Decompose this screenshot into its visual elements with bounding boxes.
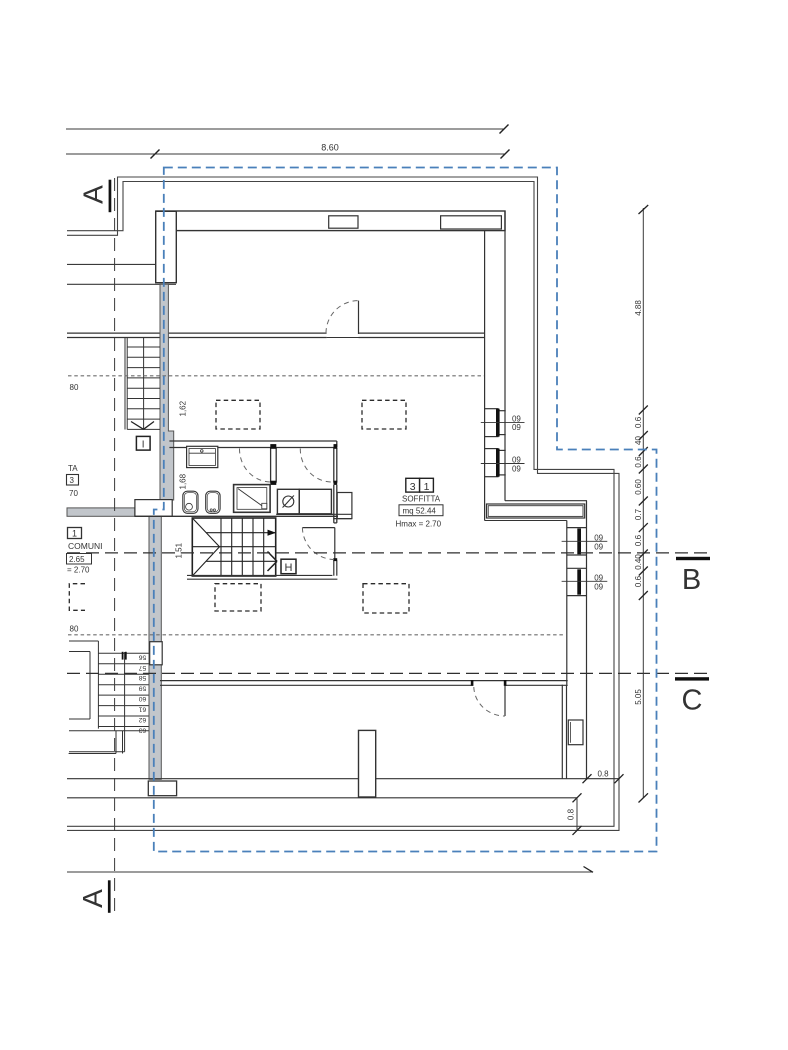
svg-text:4.88: 4.88 — [634, 300, 643, 316]
svg-text:Hmax = 2.70: Hmax = 2.70 — [396, 520, 442, 529]
svg-text:61: 61 — [139, 706, 147, 713]
svg-text:09: 09 — [512, 423, 521, 432]
svg-text:62: 62 — [139, 716, 147, 723]
svg-text:80: 80 — [70, 625, 79, 634]
svg-text:0.40: 0.40 — [634, 554, 643, 570]
svg-text:A: A — [77, 889, 108, 908]
svg-text:09: 09 — [594, 573, 603, 582]
svg-text:0.8: 0.8 — [567, 808, 576, 820]
svg-text:1: 1 — [424, 481, 430, 493]
svg-text:mq 52.44: mq 52.44 — [403, 506, 437, 515]
svg-text:A: A — [77, 185, 108, 204]
svg-text:COMUNI: COMUNI — [68, 541, 102, 551]
svg-text:40: 40 — [634, 436, 643, 445]
svg-text:0.6: 0.6 — [634, 534, 643, 546]
svg-text:H: H — [285, 562, 293, 574]
svg-text:0.60: 0.60 — [634, 479, 643, 495]
svg-text:C: C — [682, 685, 703, 717]
svg-text:09: 09 — [594, 582, 603, 591]
svg-text:5.05: 5.05 — [634, 689, 643, 705]
svg-text:0.6: 0.6 — [634, 416, 643, 428]
svg-text:3: 3 — [70, 476, 75, 485]
svg-text:0.6: 0.6 — [634, 456, 643, 468]
svg-text:09: 09 — [512, 464, 521, 473]
svg-text:TA: TA — [68, 464, 78, 473]
svg-text:1,51: 1,51 — [175, 542, 184, 558]
svg-text:= 2.70: = 2.70 — [67, 566, 90, 575]
svg-text:09: 09 — [594, 542, 603, 551]
svg-text:59: 59 — [139, 685, 147, 692]
svg-text:57: 57 — [139, 664, 147, 671]
svg-text:63: 63 — [139, 727, 147, 734]
svg-text:SOFFITTA: SOFFITTA — [402, 495, 441, 504]
svg-text:09: 09 — [512, 455, 521, 464]
svg-text:09: 09 — [512, 414, 521, 423]
svg-text:80: 80 — [70, 383, 79, 392]
svg-text:1,62: 1,62 — [179, 400, 188, 416]
svg-text:I: I — [142, 439, 145, 450]
svg-text:56: 56 — [139, 653, 147, 660]
svg-text:0.6: 0.6 — [634, 575, 643, 587]
svg-text:3: 3 — [410, 481, 416, 493]
svg-text:0.8: 0.8 — [597, 770, 609, 779]
svg-text:8.60: 8.60 — [321, 143, 339, 153]
svg-text:09: 09 — [594, 533, 603, 542]
svg-text:70: 70 — [69, 489, 78, 498]
svg-text:0.7: 0.7 — [634, 508, 643, 520]
svg-text:60: 60 — [139, 695, 147, 702]
svg-text:B: B — [682, 564, 701, 596]
svg-text:2.65: 2.65 — [69, 555, 85, 564]
svg-text:1,68: 1,68 — [179, 473, 188, 489]
svg-text:58: 58 — [139, 674, 147, 681]
svg-text:1: 1 — [72, 529, 77, 539]
